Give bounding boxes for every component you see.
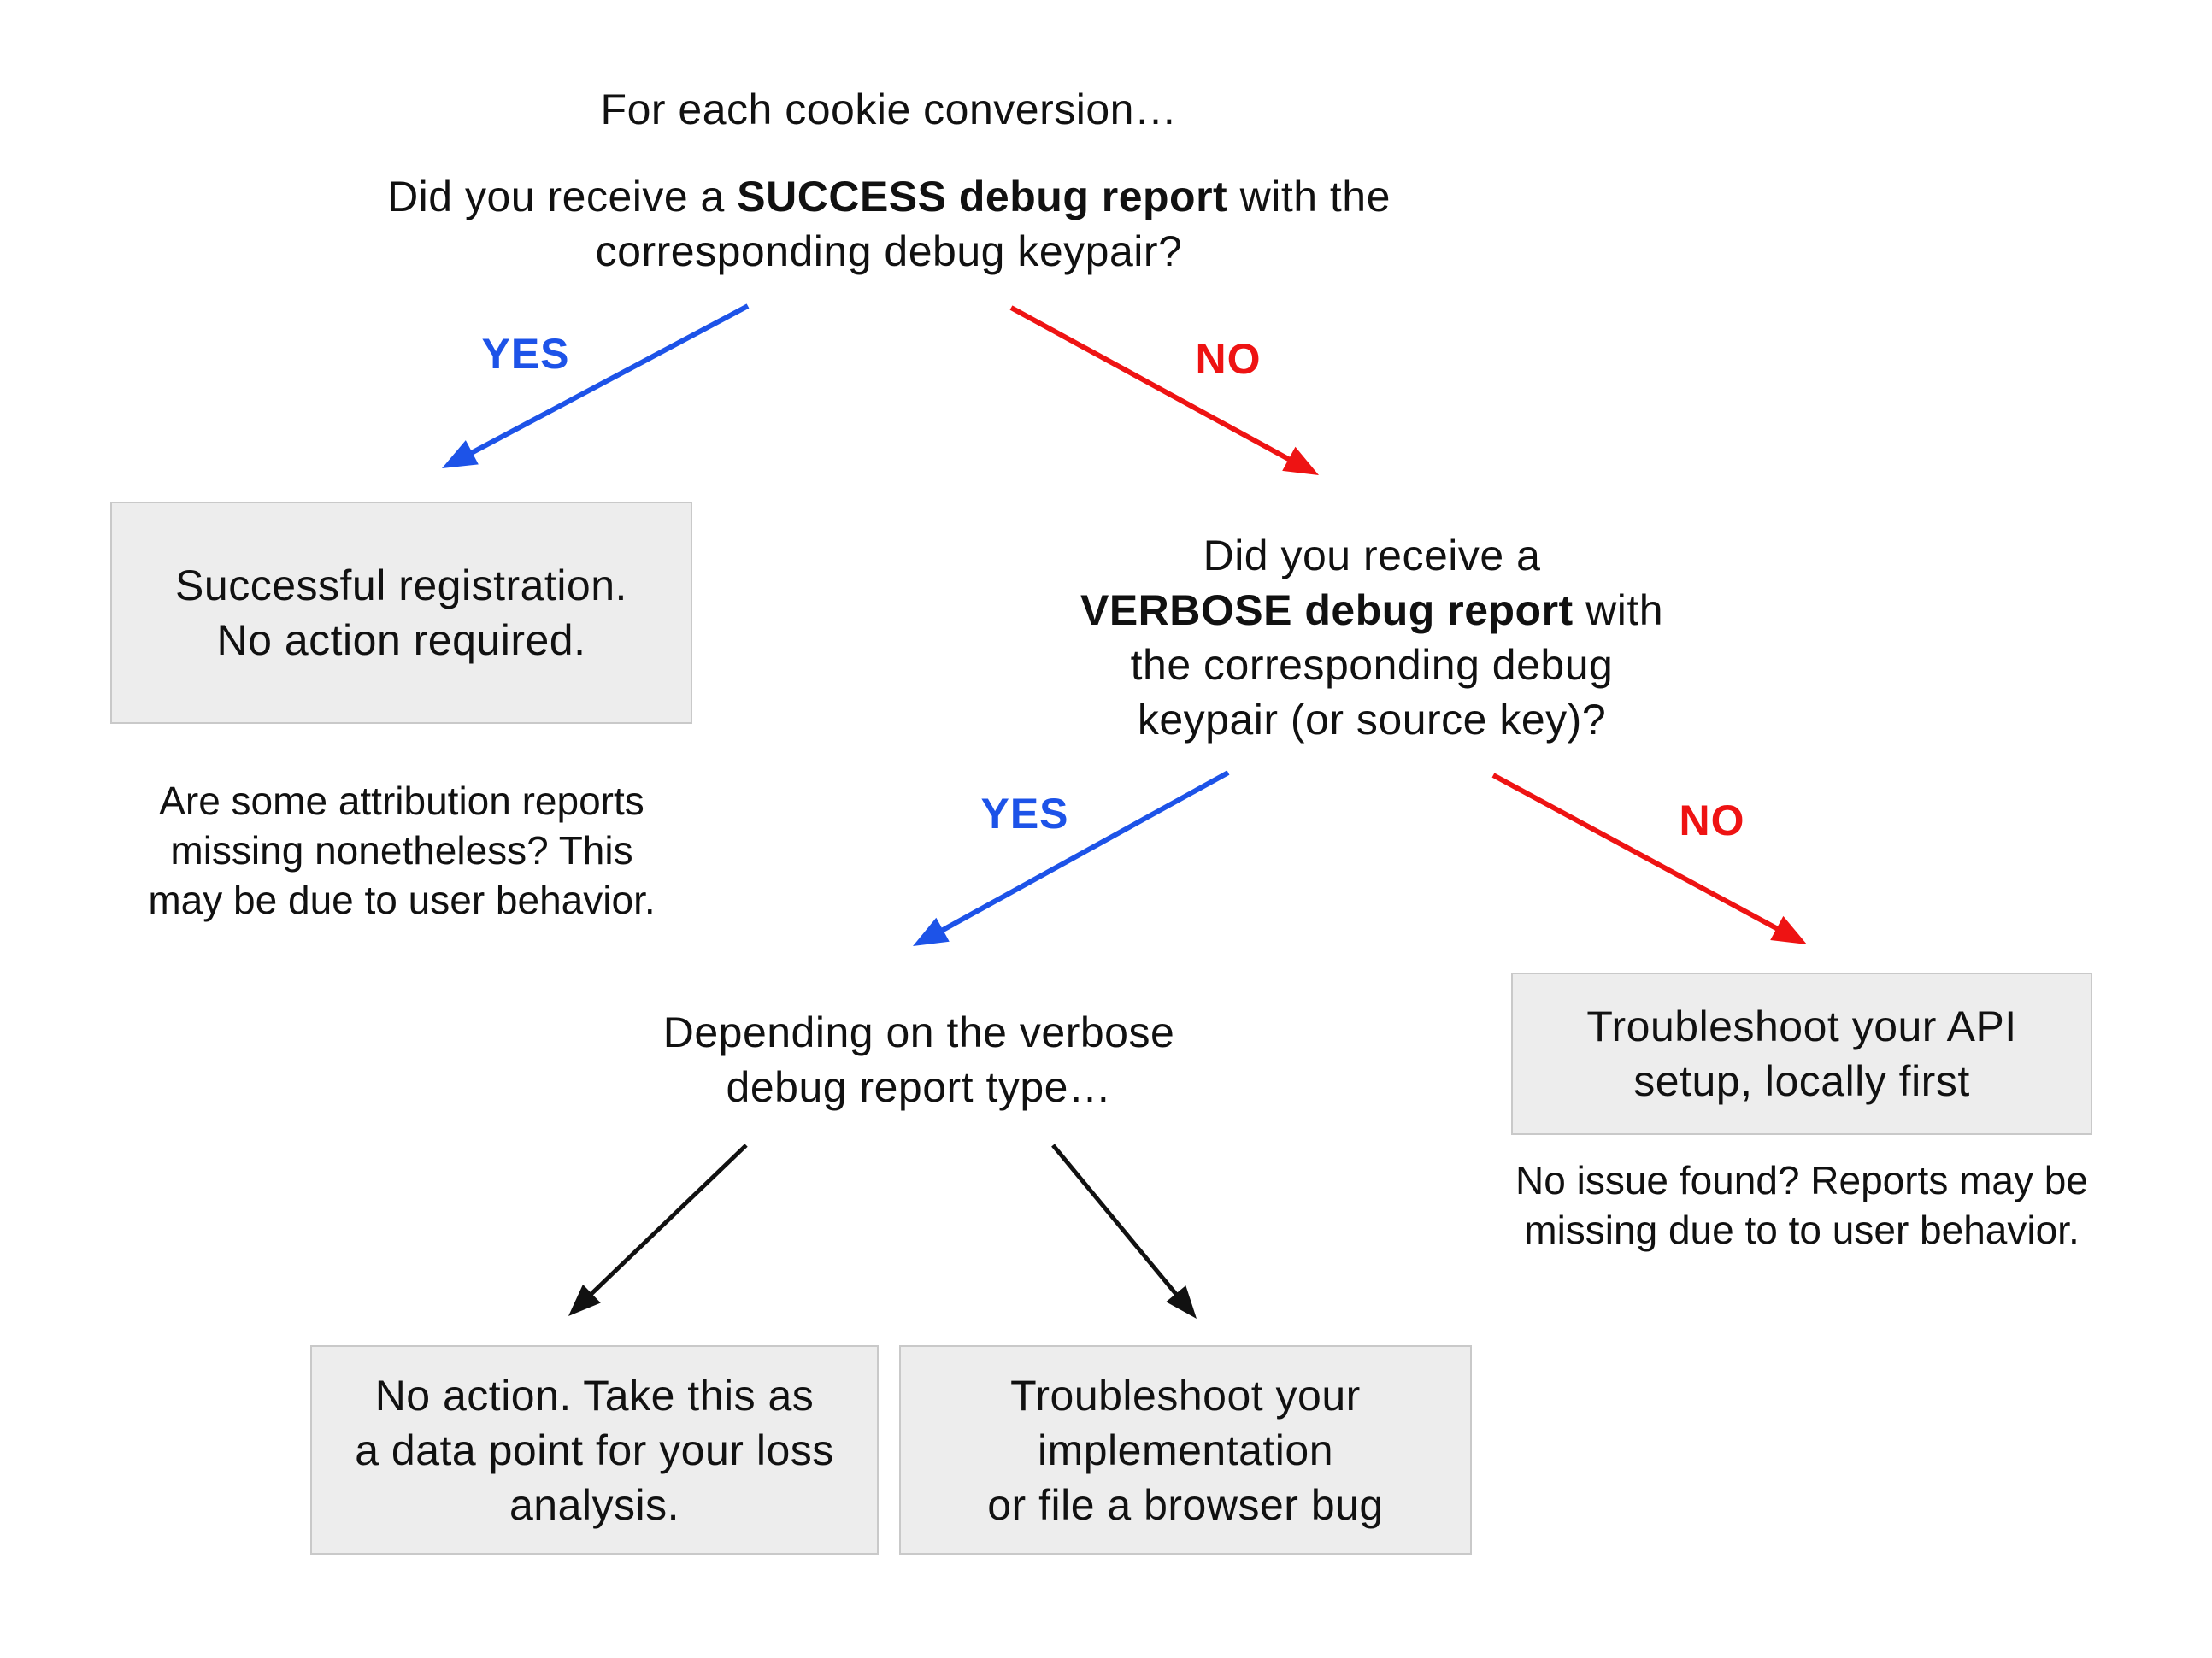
verbose-question: Did you receive a VERBOSE debug report w… <box>1080 528 1663 747</box>
noaction-box-line3: analysis. <box>509 1480 680 1529</box>
no-arrow-2 <box>1491 773 1807 944</box>
no-arrow-1-head <box>1282 446 1319 475</box>
success-box: Successful registration. No action requi… <box>110 502 692 724</box>
root-question: Did you receive a SUCCESS debug report w… <box>387 169 1391 279</box>
api-note-line2: missing due to to user behavior. <box>1524 1208 2080 1252</box>
no-label-2: NO <box>1680 796 1745 845</box>
yes-label-1: YES <box>481 329 569 379</box>
root-question-intro-text: For each cookie conversion… <box>600 85 1178 133</box>
depending-node-line2: debug report type… <box>726 1063 1112 1111</box>
noaction-box-line1: No action. Take this as <box>374 1371 815 1420</box>
impl-box-line2: implementation <box>1037 1426 1334 1474</box>
verbose-question-line2-bold: VERBOSE debug report <box>1080 586 1574 634</box>
report-type-arrow-right-head <box>1166 1285 1197 1319</box>
report-type-arrow-right-line <box>1051 1144 1193 1314</box>
no-arrow-1-line <box>1009 305 1312 473</box>
verbose-question-line2: VERBOSE debug report with <box>1080 583 1663 638</box>
verbose-question-line4: keypair (or source key)? <box>1137 696 1607 744</box>
report-type-arrow-left-head <box>568 1284 601 1316</box>
noaction-box: No action. Take this as a data point for… <box>310 1345 879 1555</box>
verbose-question-line2-post: with <box>1573 586 1664 634</box>
no-arrow-2-head <box>1770 915 1807 944</box>
no-label-1-text: NO <box>1195 335 1262 383</box>
api-box-line2: setup, locally first <box>1633 1057 1970 1105</box>
root-question-line1-pre: Did you receive a <box>387 173 738 220</box>
no-label-1: NO <box>1196 334 1262 384</box>
yes-arrow-1-head <box>442 440 479 468</box>
report-type-arrow-left <box>568 1144 748 1316</box>
root-question-line1-bold: SUCCESS debug report <box>737 173 1228 220</box>
success-note-line2: missing nonetheless? This <box>170 828 633 873</box>
yes-arrow-2-line <box>920 770 1230 944</box>
success-box-line2: No action required. <box>216 616 586 664</box>
yes-label-2: YES <box>980 789 1068 838</box>
verbose-question-line1: Did you receive a <box>1203 532 1541 579</box>
depending-node-line1: Depending on the verbose <box>662 1008 1175 1056</box>
success-note: Are some attribution reports missing non… <box>148 776 655 925</box>
noaction-box-line2: a data point for your loss <box>355 1426 834 1474</box>
root-question-line1-post: with the <box>1227 173 1391 220</box>
root-question-intro: For each cookie conversion… <box>601 82 1178 137</box>
verbose-question-line3: the corresponding debug <box>1130 641 1614 689</box>
no-arrow-1 <box>1009 305 1319 475</box>
api-box: Troubleshoot your API setup, locally fir… <box>1511 973 2092 1135</box>
api-note-line1: No issue found? Reports may be <box>1515 1158 2088 1202</box>
impl-box-line1: Troubleshoot your <box>1010 1371 1361 1420</box>
impl-box-line3: or file a browser bug <box>987 1480 1384 1529</box>
yes-label-1-text: YES <box>481 330 570 378</box>
root-question-line1: Did you receive a SUCCESS debug report w… <box>387 169 1391 224</box>
success-note-line3: may be due to user behavior. <box>148 878 656 922</box>
root-question-line2: corresponding debug keypair? <box>595 227 1183 275</box>
api-note: No issue found? Reports may be missing d… <box>1515 1155 2088 1255</box>
depending-node: Depending on the verbose debug report ty… <box>663 1005 1175 1114</box>
impl-box: Troubleshoot your implementation or file… <box>899 1345 1472 1555</box>
yes-arrow-2-head <box>913 917 950 946</box>
report-type-arrow-left-line <box>573 1144 748 1312</box>
no-label-2-text: NO <box>1679 797 1745 844</box>
api-box-line1: Troubleshoot your API <box>1586 1002 2017 1050</box>
yes-label-2-text: YES <box>980 790 1069 838</box>
report-type-arrow-right <box>1051 1144 1197 1319</box>
success-box-line1: Successful registration. <box>175 561 627 609</box>
success-note-line1: Are some attribution reports <box>159 779 644 823</box>
no-arrow-2-line <box>1491 773 1800 943</box>
